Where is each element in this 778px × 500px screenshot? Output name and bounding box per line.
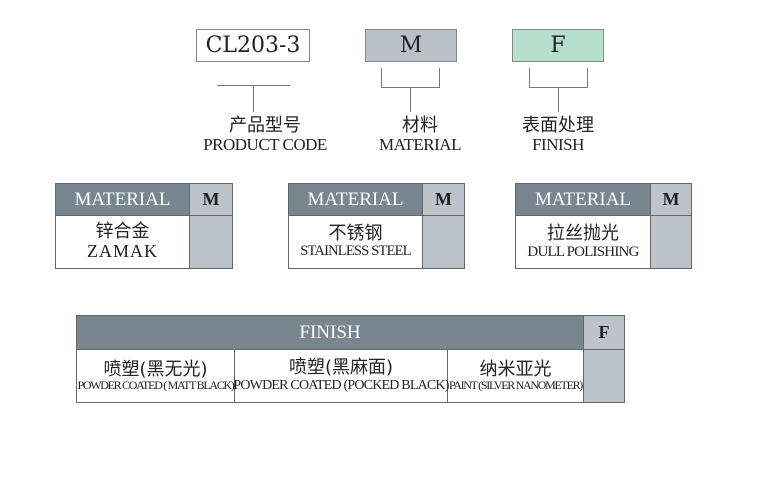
finish-en: POWDER COATED ( MATT BLACK) [77, 378, 234, 393]
table-header: MATERIAL [289, 184, 422, 216]
table-header: FINISH [77, 316, 583, 350]
label-cn: 产品型号 [229, 115, 301, 136]
table-header: MATERIAL [56, 184, 189, 216]
finish-option: 喷塑(黑无光)POWDER COATED ( MATT BLACK) [77, 350, 235, 402]
material-en: STAINLESS STEEL [300, 242, 411, 259]
material-cn: 锌合金 [95, 221, 150, 243]
material-code-box: M [365, 29, 457, 62]
product-code-label: 产品型号 PRODUCT CODE [185, 116, 345, 154]
label-en: MATERIAL [379, 134, 461, 154]
label-cn: 表面处理 [522, 115, 594, 136]
material-en: DULL POLISHING [527, 243, 639, 260]
code-cell: M [650, 184, 691, 216]
code-blank-cell [189, 216, 232, 268]
table-header: MATERIAL [516, 184, 650, 216]
product-code-box: CL203-3 [196, 29, 310, 62]
finish-cn: 喷塑(黑麻面) [288, 357, 394, 379]
code-blank-cell [650, 216, 691, 268]
code-blank-cell [422, 216, 464, 268]
material-label: 材料 MATERIAL [340, 116, 500, 154]
finish-code-box: F [512, 29, 604, 62]
material-cn: 拉丝抛光 [547, 222, 619, 244]
material-cn: 不锈钢 [328, 223, 383, 245]
finish-label: 表面处理 FINISH [478, 116, 638, 154]
code-cell: M [189, 184, 232, 216]
material-en: ZAMAK [87, 241, 158, 261]
finish-table: FINISH F 喷塑(黑无光)POWDER COATED ( MATT BLA… [76, 315, 625, 403]
label-cn: 材料 [402, 115, 438, 136]
label-en: FINISH [532, 134, 584, 154]
finish-en: POWDER COATED (POCKED BLACK) [233, 378, 449, 394]
label-en: PRODUCT CODE [203, 134, 327, 154]
finish-cn: 喷塑(黑无光) [103, 358, 208, 380]
finish-en: PAINT (SILVER NANOMETER) [448, 378, 583, 393]
code-blank-cell [583, 350, 624, 402]
code-cell: M [422, 184, 464, 216]
finish-option: 喷塑(黑麻面)POWDER COATED (POCKED BLACK) [233, 350, 449, 402]
finish-cn: 纳米亚光 [479, 358, 552, 380]
code-cell: F [583, 316, 624, 350]
